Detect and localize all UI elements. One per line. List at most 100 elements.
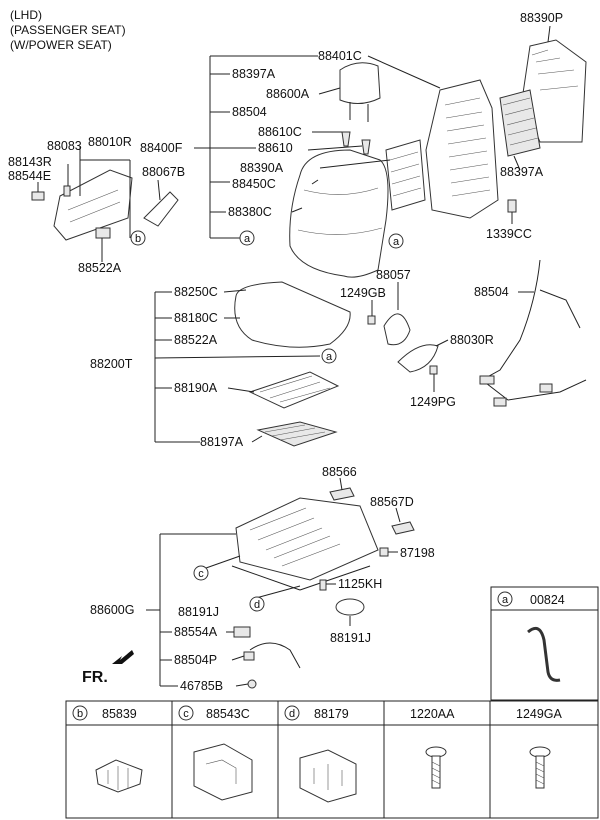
- svg-text:c: c: [198, 568, 204, 580]
- header-line-1: (LHD): [10, 8, 42, 22]
- callout-88504P: 88504P: [174, 653, 217, 667]
- marker-a-2: a: [388, 233, 404, 249]
- clip-00824-icon: [527, 626, 561, 682]
- legend-c-marker: c: [183, 708, 189, 720]
- legend-f-part: 1249GA: [516, 707, 563, 721]
- callout-88397A-top: 88397A: [232, 67, 276, 81]
- heater-mat-88197A: [256, 421, 338, 447]
- side-cover-88010R: [53, 169, 133, 241]
- front-direction-indicator: FR.: [82, 650, 134, 686]
- harness-88504P: [243, 642, 301, 669]
- clip-46785B: [247, 679, 257, 689]
- motor-88191J: [335, 598, 365, 616]
- callout-1339CC: 1339CC: [486, 227, 532, 241]
- callout-88200T: 88200T: [90, 357, 133, 371]
- callout-88180C: 88180C: [174, 311, 218, 325]
- legend-a-part: 00824: [530, 593, 565, 607]
- callout-88600A: 88600A: [266, 87, 310, 101]
- module-88554A: [233, 626, 251, 638]
- callout-88504-top: 88504: [232, 105, 267, 119]
- cover-88543C-icon: [193, 743, 253, 801]
- callout-88504-right: 88504: [474, 285, 509, 299]
- svg-text:a: a: [244, 233, 251, 245]
- clip-85839-icon: [95, 759, 143, 793]
- svg-text:b: b: [135, 233, 141, 245]
- callout-87198: 87198: [400, 546, 435, 560]
- headrest: [339, 62, 381, 122]
- marker-c: c: [193, 565, 209, 581]
- callout-88397A-right: 88397A: [500, 165, 544, 179]
- callout-1249PG: 1249PG: [410, 395, 456, 409]
- callout-88191J-left: 88191J: [178, 605, 219, 619]
- svg-text:d: d: [254, 599, 260, 611]
- callout-88250C: 88250C: [174, 285, 218, 299]
- clip-88083: [63, 185, 71, 197]
- callout-88010R: 88010R: [88, 135, 132, 149]
- leader-lines: [37, 25, 551, 687]
- seat-back-panel: [499, 39, 587, 157]
- callout-88190A: 88190A: [174, 381, 218, 395]
- callout-88057: 88057: [376, 268, 411, 282]
- switch-88143R: [31, 191, 45, 201]
- callout-88450C: 88450C: [232, 177, 276, 191]
- wiring-harness: [479, 259, 587, 407]
- callout-88143R: 88143R: [8, 155, 52, 169]
- recliner-cover: [383, 313, 439, 373]
- callout-88390A: 88390A: [240, 161, 284, 175]
- callout-88544E: 88544E: [8, 169, 51, 183]
- front-arrow-icon: [112, 650, 134, 664]
- screw-1249GB: [367, 315, 376, 325]
- bolt-87198: [379, 547, 389, 557]
- callout-88400F: 88400F: [140, 141, 183, 155]
- callout-88522A-mid: 88522A: [174, 333, 218, 347]
- seat-back-cushion: [289, 149, 389, 278]
- callout-88390P: 88390P: [520, 11, 563, 25]
- svg-text:a: a: [326, 351, 333, 363]
- marker-a-1: a: [239, 230, 255, 246]
- legend-row: b 85839 c 88543C d 88179 1220AA 1249GA: [65, 700, 599, 819]
- callout-88600G: 88600G: [90, 603, 134, 617]
- callout-88380C: 88380C: [228, 205, 272, 219]
- legend-b-marker: b: [77, 708, 83, 720]
- header-line-2: (PASSENGER SEAT): [10, 23, 126, 37]
- marker-a-3: a: [321, 348, 337, 364]
- screw-1249PG: [429, 365, 438, 375]
- callout-88566: 88566: [322, 465, 357, 479]
- header-line-3: (W/POWER SEAT): [10, 38, 112, 52]
- seat-cushion: [234, 281, 351, 348]
- callout-88522A-left: 88522A: [78, 261, 122, 275]
- headrest-guides: [341, 131, 371, 155]
- callout-88191J-right: 88191J: [330, 631, 371, 645]
- callout-46785B: 46785B: [180, 679, 223, 693]
- marker-d: d: [249, 596, 265, 612]
- cover-88567D: [391, 521, 415, 535]
- legend-e-part: 1220AA: [410, 707, 455, 721]
- screw-1220AA-icon: [425, 746, 447, 789]
- legend-c-part: 88543C: [206, 707, 250, 721]
- callout-88401C: 88401C: [318, 49, 362, 63]
- callout-88067B: 88067B: [142, 165, 185, 179]
- callout-1125KH: 1125KH: [338, 577, 382, 591]
- screw-1125KH: [319, 579, 327, 591]
- callout-88567D: 88567D: [370, 495, 414, 509]
- legend-box-a: a 00824: [490, 586, 599, 701]
- cushion-pad-88190A: [248, 371, 340, 409]
- marker-b: b: [130, 230, 146, 246]
- legend-d-part: 88179: [314, 707, 349, 721]
- screw-1249GA-icon: [529, 746, 551, 789]
- callout-88610: 88610: [258, 141, 293, 155]
- legend-a-marker: a: [502, 594, 509, 606]
- front-direction-label: FR.: [82, 669, 108, 686]
- callout-88554A: 88554A: [174, 625, 218, 639]
- screw-1339CC: [507, 199, 517, 213]
- legend-b-part: 85839: [102, 707, 137, 721]
- callout-88197A: 88197A: [200, 435, 244, 449]
- seat-back-frame: [385, 79, 499, 219]
- cover-88566: [329, 487, 355, 501]
- callout-88083: 88083: [47, 139, 82, 153]
- seat-track-frame: [231, 497, 379, 591]
- callout-1249GB: 1249GB: [340, 286, 386, 300]
- svg-text:a: a: [393, 236, 400, 248]
